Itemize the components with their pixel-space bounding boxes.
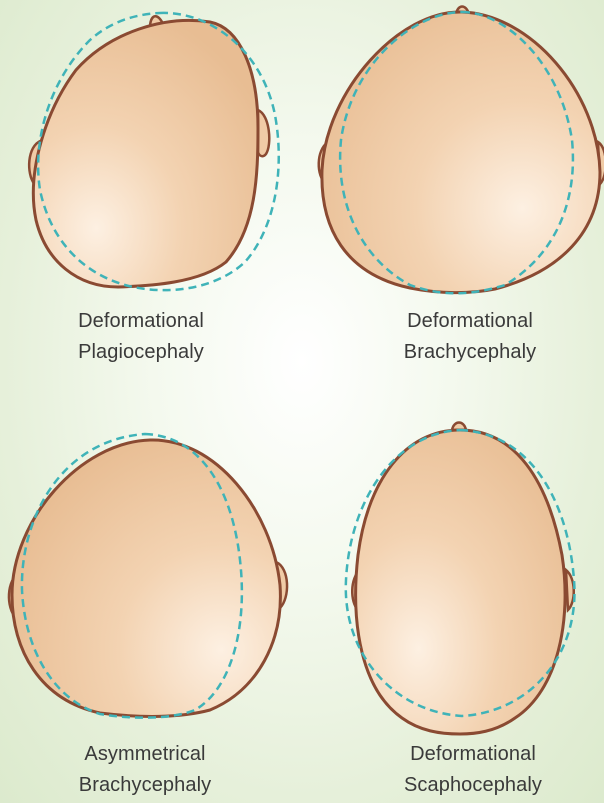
asymmetrical-brachycephaly-label: Asymmetrical Brachycephaly (35, 739, 255, 801)
asymmetrical-brachycephaly-head (9, 434, 287, 718)
right-ear (258, 110, 269, 156)
label-line-1: Deformational (360, 306, 580, 337)
label-line-1: Asymmetrical (35, 739, 255, 770)
plagiocephaly-head (29, 13, 279, 290)
brachycephaly-label: Deformational Brachycephaly (360, 306, 580, 368)
label-line-2: Scaphocephaly (363, 770, 583, 801)
deformed-skull-outline (322, 12, 600, 293)
scaphocephaly-label: Deformational Scaphocephaly (363, 739, 583, 801)
deformed-skull-outline (33, 20, 258, 287)
brachycephaly-head (319, 7, 604, 294)
label-line-1: Deformational (31, 306, 251, 337)
label-line-1: Deformational (363, 739, 583, 770)
plagiocephaly-label: Deformational Plagiocephaly (31, 306, 251, 368)
label-line-2: Plagiocephaly (31, 337, 251, 368)
deformed-skull-outline (12, 440, 280, 716)
label-line-2: Brachycephaly (35, 770, 255, 801)
label-line-2: Brachycephaly (360, 337, 580, 368)
scaphocephaly-head (346, 423, 575, 735)
